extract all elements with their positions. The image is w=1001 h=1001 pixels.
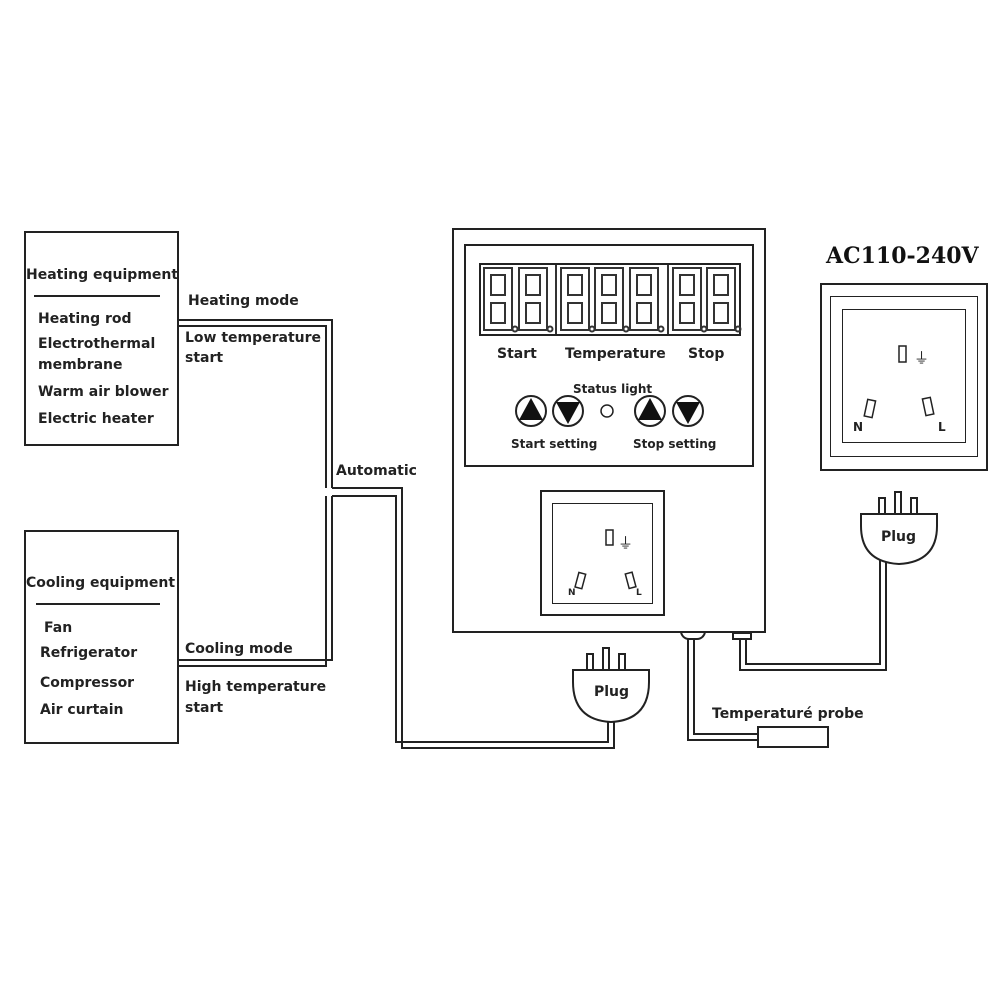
heating-item-warm-air-blower: Warm air blower bbox=[38, 384, 169, 400]
low-temperature-start-label: start bbox=[185, 350, 224, 366]
heating-equipment-title: Heating equipment bbox=[26, 267, 179, 283]
controller-plug-label: Plug bbox=[594, 684, 630, 700]
heating-title-underline bbox=[34, 295, 160, 297]
stop-setting-label: Stop setting bbox=[633, 437, 717, 451]
cooling-equipment-title: Cooling equipment bbox=[26, 575, 176, 591]
low-temperature-label: Low temperature bbox=[185, 330, 322, 346]
heating-item-electric-heater: Electric heater bbox=[38, 411, 154, 427]
heating-mode-label: Heating mode bbox=[188, 293, 299, 309]
controller-socket-n-label: N bbox=[568, 588, 576, 598]
wall-socket-n-label: N bbox=[853, 420, 864, 434]
cooling-equipment-box bbox=[24, 530, 179, 744]
temperature-probe bbox=[757, 726, 829, 748]
status-light-label: Status light bbox=[573, 382, 653, 396]
wall-socket-inner bbox=[842, 309, 966, 443]
cooling-mode-label: Cooling mode bbox=[185, 641, 293, 657]
heating-item-electrothermal: Electrothermal bbox=[38, 336, 156, 352]
temperature-probe-label: Temperaturé probe bbox=[712, 706, 864, 722]
display-label-temperature: Temperature bbox=[565, 346, 666, 362]
high-temperature-label: High temperature bbox=[185, 679, 327, 695]
automatic-label: Automatic bbox=[336, 463, 417, 479]
controller-socket-ground-icon: ⏚ bbox=[618, 534, 634, 552]
power-connector bbox=[732, 632, 752, 640]
display-label-stop: Stop bbox=[688, 346, 725, 362]
wall-plug-label: Plug bbox=[881, 529, 917, 545]
power-supply-label: AC110-240V bbox=[826, 243, 979, 269]
cooling-item-fan: Fan bbox=[44, 620, 73, 636]
display-label-start: Start bbox=[497, 346, 537, 362]
cooling-item-refrigerator: Refrigerator bbox=[40, 645, 138, 661]
wall-socket-ground-icon: ⏚ bbox=[914, 349, 930, 367]
controller-socket-l-label: L bbox=[636, 588, 642, 598]
high-temperature-start-label: start bbox=[185, 700, 224, 716]
cooling-item-air-curtain: Air curtain bbox=[40, 702, 124, 718]
heating-equipment-box bbox=[24, 231, 179, 446]
cooling-title-underline bbox=[36, 603, 160, 605]
wall-socket-l-label: L bbox=[938, 420, 946, 434]
heating-item-membrane: membrane bbox=[38, 357, 123, 373]
start-setting-label: Start setting bbox=[511, 437, 598, 451]
seven-segment-display bbox=[479, 263, 741, 336]
heating-item-heating-rod: Heating rod bbox=[38, 311, 132, 327]
cooling-item-compressor: Compressor bbox=[40, 675, 135, 691]
